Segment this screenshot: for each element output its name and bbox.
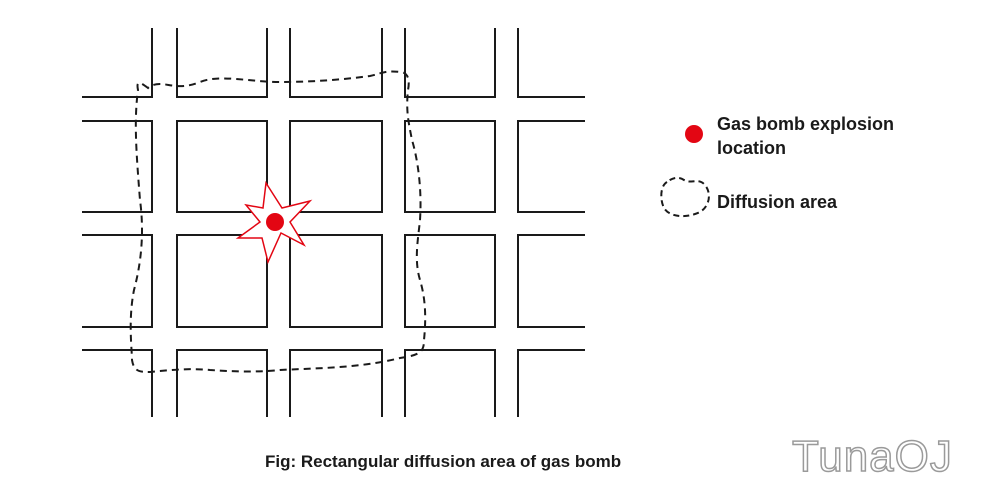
city-block — [82, 120, 153, 213]
city-block — [289, 234, 383, 328]
dashed-loop-icon — [660, 176, 710, 218]
city-block — [289, 120, 383, 213]
city-block — [82, 234, 153, 328]
watermark: TunaOJ — [791, 431, 953, 482]
city-block — [404, 349, 496, 417]
city-block — [517, 28, 585, 98]
city-block — [289, 28, 383, 98]
city-block — [404, 120, 496, 213]
city-block — [404, 28, 496, 98]
legend-diffusion-label: Diffusion area — [717, 192, 838, 212]
explosion-marker — [235, 180, 313, 265]
legend-explosion-label-line2: location — [717, 138, 787, 158]
city-block — [176, 28, 268, 98]
explosion-point-icon — [266, 213, 284, 231]
street-grid — [82, 28, 585, 417]
city-block — [517, 234, 585, 328]
diffusion-area-boundary — [129, 70, 427, 374]
legend-explosion-label: Gas bomb explosion location — [717, 112, 894, 160]
city-block — [176, 120, 268, 213]
legend-explosion-label-line1: Gas bomb explosion — [717, 114, 895, 134]
city-block — [289, 349, 383, 417]
city-block — [517, 349, 585, 417]
city-block — [82, 28, 153, 98]
city-block — [517, 120, 585, 213]
city-block — [176, 349, 268, 417]
figure-caption: Fig: Rectangular diffusion area of gas b… — [265, 452, 622, 471]
city-blocks — [82, 28, 585, 417]
city-block — [82, 349, 153, 417]
city-block — [176, 234, 268, 328]
city-block — [404, 234, 496, 328]
red-dot-icon — [685, 125, 703, 143]
legend-icons — [660, 125, 710, 218]
